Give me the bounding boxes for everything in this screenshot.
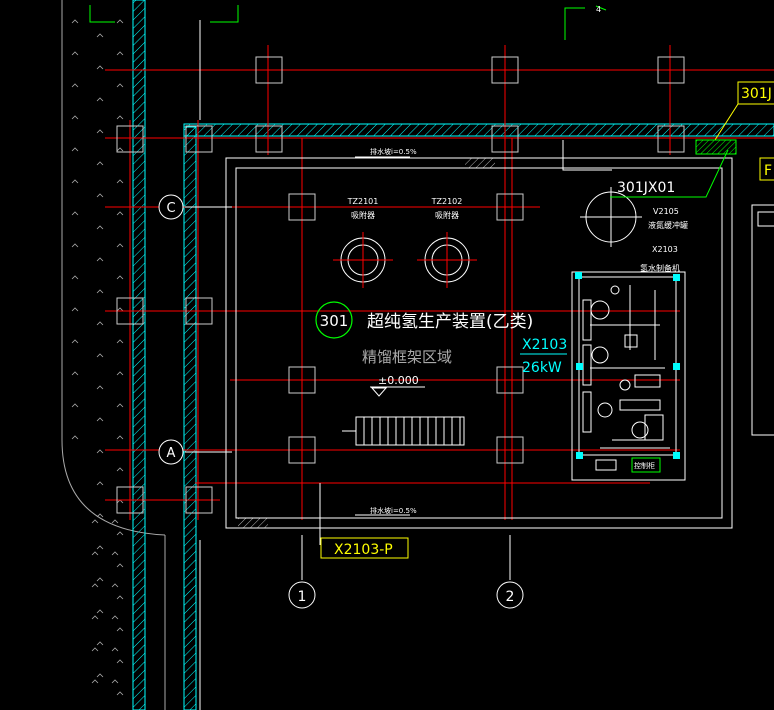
svg-text:控制柜: 控制柜 <box>634 461 655 470</box>
left-road-strip <box>61 0 166 710</box>
svg-text:X2103: X2103 <box>522 337 567 353</box>
svg-text:氢水制备机: 氢水制备机 <box>640 263 680 273</box>
svg-text:C: C <box>166 201 175 216</box>
elevation-mark: ±0.000 <box>370 374 425 397</box>
equipment-v2105[interactable]: V2105 液氮缓冲罐 <box>580 187 688 247</box>
tag-f[interactable]: F <box>759 157 774 181</box>
grid-bubble-c[interactable]: C <box>158 194 184 220</box>
grid-bubble-a[interactable]: A <box>158 439 184 465</box>
svg-text:301: 301 <box>320 312 349 330</box>
svg-text:X2103: X2103 <box>652 245 678 254</box>
svg-text:TZ2102: TZ2102 <box>431 197 463 206</box>
slope-bottom: 排水坡i=0.5% <box>355 506 417 516</box>
svg-text:X2103-P: X2103-P <box>334 542 393 558</box>
columns <box>116 56 685 514</box>
tag-301j[interactable]: 301J <box>695 81 774 155</box>
svg-text:F: F <box>764 163 772 179</box>
svg-text:排水坡i=0.5%: 排水坡i=0.5% <box>370 147 417 156</box>
svg-text:TZ2101: TZ2101 <box>347 197 379 206</box>
svg-text:液氮缓冲罐: 液氮缓冲罐 <box>648 220 688 230</box>
x2103-power-label: X2103 26kW <box>520 337 567 376</box>
tag-301jx01[interactable]: 301JX01 <box>562 140 729 198</box>
grid-lines <box>105 45 774 520</box>
equipment-tz2101[interactable]: TZ2101 吸附器 <box>333 197 393 288</box>
adjacent-equipment <box>751 204 774 436</box>
equipment-tz2102[interactable]: TZ2102 吸附器 <box>417 197 477 288</box>
slope-top: 排水坡i=0.5% <box>355 147 417 158</box>
svg-text:排水坡i=0.5%: 排水坡i=0.5% <box>370 506 417 515</box>
svg-text:301J: 301J <box>741 86 772 102</box>
svg-text:1: 1 <box>298 589 307 605</box>
left-wall-double <box>132 0 197 710</box>
svg-text:V2105: V2105 <box>653 207 679 216</box>
arrow-label: 4 <box>596 5 601 14</box>
area-label: 301 超纯氢生产装置(乙类) 精馏框架区域 <box>315 301 533 366</box>
grip-points[interactable] <box>575 272 680 459</box>
svg-text:±0.000: ±0.000 <box>378 374 419 387</box>
tag-x2103p[interactable]: X2103-P <box>319 483 409 559</box>
svg-text:301JX01: 301JX01 <box>617 180 675 196</box>
slope-hatches <box>238 158 495 528</box>
grid-bubble-2[interactable]: 2 <box>496 581 524 609</box>
svg-text:A: A <box>167 446 176 461</box>
svg-text:吸附器: 吸附器 <box>351 210 375 220</box>
grid-bubble-1[interactable]: 1 <box>288 581 316 609</box>
svg-text:精馏框架区域: 精馏框架区域 <box>362 348 452 366</box>
grid-extensions <box>185 20 511 710</box>
svg-text:26kW: 26kW <box>522 360 562 376</box>
top-wall <box>183 123 774 137</box>
green-marks <box>89 5 607 40</box>
svg-text:超纯氢生产装置(乙类): 超纯氢生产装置(乙类) <box>367 312 533 332</box>
equipment-x2103-skid[interactable]: X2103 氢水制备机 控制柜 <box>571 245 686 481</box>
svg-text:2: 2 <box>506 589 515 605</box>
svg-text:吸附器: 吸附器 <box>435 210 459 220</box>
stairs <box>342 416 465 446</box>
